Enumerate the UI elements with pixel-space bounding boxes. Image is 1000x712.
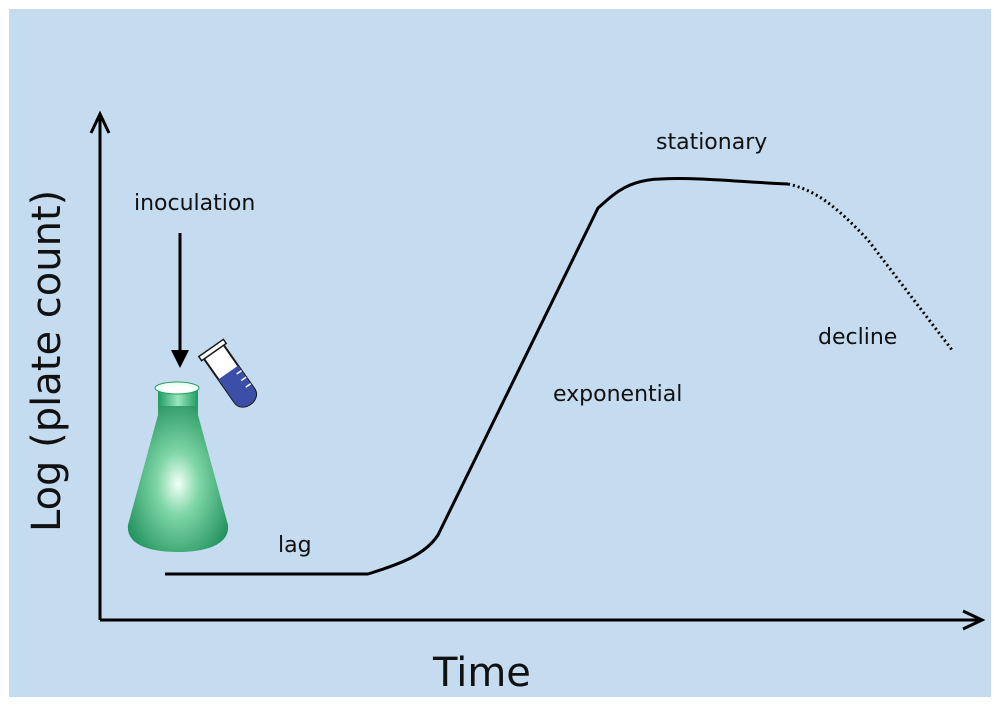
growth-curve-decline-dotted: [787, 182, 954, 351]
growth-curve-solid: [165, 177, 789, 576]
y-axis-label: Log (plate count): [24, 189, 70, 532]
stationary-phase-label: stationary: [656, 130, 768, 155]
x-axis-label: Time: [433, 650, 531, 696]
test-tube-icon: [197, 338, 257, 408]
lag-phase-label: lag: [278, 533, 312, 558]
flask-icon: [127, 381, 229, 552]
inoculation-label: inoculation: [134, 191, 256, 216]
down-arrow-icon: [171, 233, 189, 368]
decline-phase-label: decline: [818, 325, 898, 350]
exponential-phase-label: exponential: [553, 382, 683, 407]
x-axis: [100, 609, 986, 631]
y-axis: [89, 110, 111, 620]
